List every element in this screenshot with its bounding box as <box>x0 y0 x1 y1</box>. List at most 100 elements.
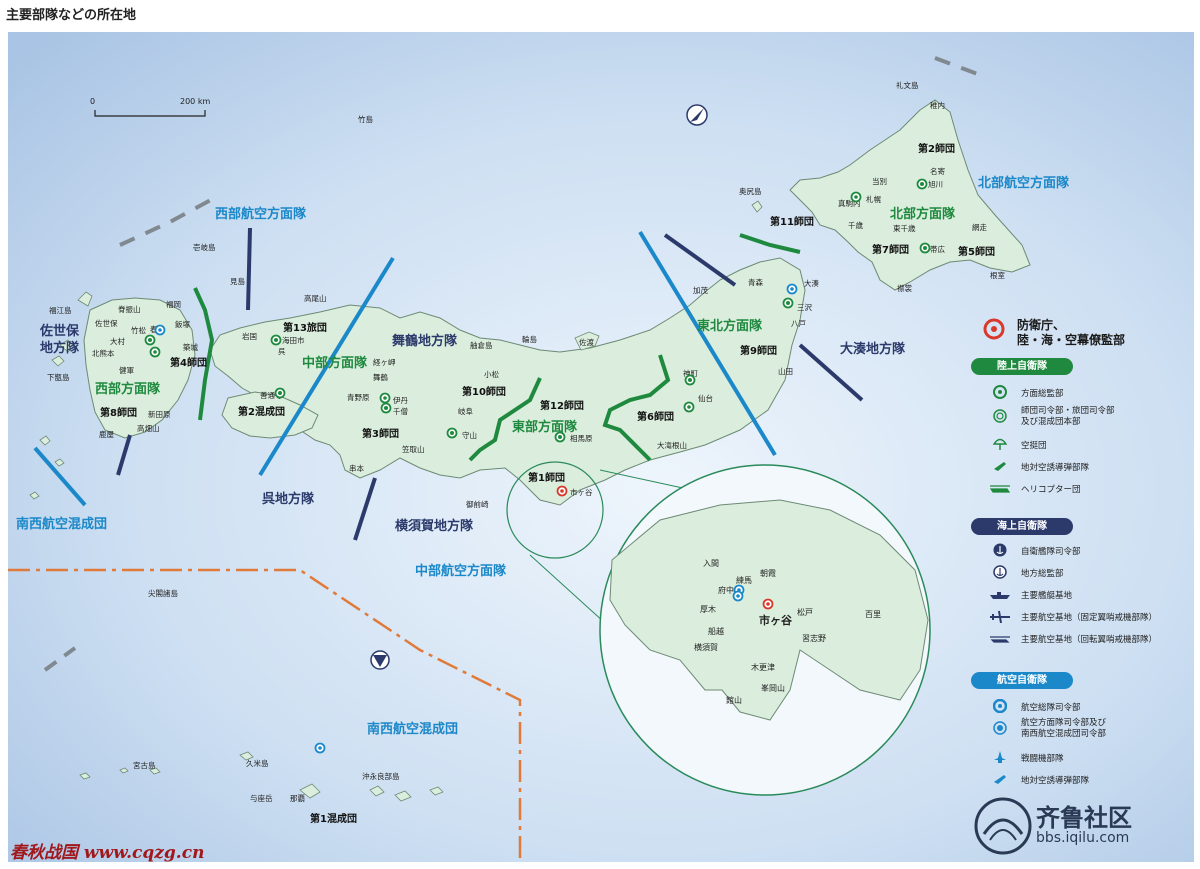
helicopter-icon <box>989 485 1011 493</box>
label-northern-army: 北部方面隊 <box>890 207 956 222</box>
place-kure_p: 呉 <box>278 347 286 356</box>
army-hq-itami-marker-icon <box>379 392 391 404</box>
place-chitose: 千歳 <box>848 221 863 230</box>
place-yamada: 山田 <box>778 367 793 376</box>
watermark-left: 春秋战国 www.cqzg.cn <box>10 843 205 863</box>
legend-msdf-item-2: 地方総監部 <box>1021 569 1064 579</box>
sam-asdf-icon <box>994 775 1006 784</box>
adiz-boundary <box>8 568 522 860</box>
gsdf-boundary-north <box>739 233 801 254</box>
place-naha: 那覇 <box>290 794 305 803</box>
place-obihiro: 帯広 <box>930 245 945 254</box>
div-hachinohe-marker-icon <box>782 297 794 309</box>
msdf-line-ominato-n <box>663 233 737 287</box>
place-aonohara: 青野原 <box>347 393 370 402</box>
ship-base-icon <box>990 592 1010 599</box>
gsdf-boundary-west <box>193 287 215 421</box>
place-wajima: 輪島 <box>522 335 537 344</box>
unit-d2mixed: 第2混成団 <box>238 407 285 418</box>
gsdf-boundary-eastmiddle <box>468 377 542 462</box>
place-jinmachi: 神町 <box>683 369 698 378</box>
legend-gsdf-item-2: 師団司令部・旅団司令部 及び混成団本部 <box>1021 406 1115 427</box>
asdf-fuchu-marker-icon <box>732 590 744 602</box>
place-nayoro: 名寄 <box>930 167 945 176</box>
asdf-line-southwest <box>33 446 87 507</box>
fleet-hq-icon <box>993 543 1007 557</box>
scale-zero: 0 <box>90 97 96 106</box>
legend-asdf-item-4: 地対空誘導弾部隊 <box>1021 776 1090 786</box>
army-hq-kengun-marker-icon <box>149 346 161 358</box>
place-shikaoi: 襟裳 <box>897 284 912 293</box>
place-kasatoriyama: 笠取山 <box>402 445 425 454</box>
unit-d5: 第5師団 <box>958 247 995 258</box>
place-gifu: 岐阜 <box>458 407 473 416</box>
place-ichigaya_map: 市ヶ谷 <box>570 488 593 497</box>
inset-source-circle <box>506 461 604 559</box>
unit-d4: 第4師団 <box>170 358 207 369</box>
sam-gsdf-icon <box>994 462 1006 471</box>
place-kamo: 加茂 <box>693 286 708 295</box>
place-takaoyama: 高尾山 <box>304 294 327 303</box>
place-miyako: 宮古島 <box>133 761 156 770</box>
unit-d2: 第2師団 <box>918 144 955 155</box>
place-kengun: 健軍 <box>119 366 134 375</box>
place-ominato_p: 大湊 <box>804 279 819 288</box>
place-itami: 伊丹 <box>393 396 408 405</box>
inset-land <box>609 499 929 721</box>
place-kyogamisaki: 経ヶ岬 <box>373 358 396 367</box>
army-hq-icon <box>993 385 1007 399</box>
asdf-kasuga-marker-icon <box>154 324 166 336</box>
label-yokosuka: 横須賀地方隊 <box>395 519 474 534</box>
asdf-misawa-marker-icon <box>786 283 798 295</box>
label-eastern-army: 東部方面隊 <box>512 420 578 435</box>
inset-place-iruma: 入間 <box>703 559 719 568</box>
legend-hq-title: 防衛庁、 陸・海・空幕僚監部 <box>1017 318 1126 347</box>
asdf-line-north <box>638 230 777 457</box>
place-senkaku: 尖閣諸島 <box>148 589 178 598</box>
district-hq-icon <box>993 565 1007 579</box>
place-maizuru_p: 舞鶴 <box>373 373 388 382</box>
inset-place-tateyama: 館山 <box>726 696 742 705</box>
place-kitakumamoto: 北熊本 <box>92 349 115 358</box>
place-wakkanai: 稚内 <box>930 101 945 110</box>
label-middle-army: 中部方面隊 <box>302 356 368 371</box>
place-takahatayama: 高畑山 <box>137 424 160 433</box>
inset-place-nerima: 練馬 <box>736 576 752 585</box>
unit-d10: 第10師団 <box>462 387 506 398</box>
hq-ichigaya-map-marker-icon <box>556 485 568 497</box>
kyushu-island <box>83 297 196 439</box>
unit-d11: 第11師団 <box>770 217 814 228</box>
hokkaido-island <box>789 99 1031 291</box>
legend-asdf-item-2: 航空方面隊司令部及び 南西航空混成団司令部 <box>1021 718 1107 739</box>
div-moriyama-marker-icon <box>446 427 458 439</box>
place-zentsuji: 善通寺 <box>260 391 283 400</box>
place-komatsu: 小松 <box>484 370 499 379</box>
place-asahikawa: 旭川 <box>928 180 943 189</box>
hq-icon <box>983 318 1005 340</box>
place-takeyama: 竹松 <box>131 326 146 335</box>
label-ominato: 大湊地方隊 <box>840 342 906 357</box>
unit-m1: 第1混成団 <box>310 814 357 825</box>
legend-asdf-item-3: 戦闘機部隊 <box>1021 754 1064 764</box>
place-seburiyama: 脊振山 <box>118 305 141 314</box>
label-maizuru: 舞鶴地方隊 <box>392 334 458 349</box>
legend-gsdf-item-1: 方面総監部 <box>1021 389 1064 399</box>
page-title: 主要部隊などの所在地 <box>6 8 137 23</box>
air-defense-command-icon <box>993 699 1007 713</box>
label-northeastern-army: 東北方面隊 <box>697 319 763 334</box>
label-southwest-air-left: 南西航空混成団 <box>16 517 108 532</box>
place-fukue: 福江島 <box>49 306 72 315</box>
unit-b13: 第13旅団 <box>283 323 327 334</box>
div-senzo-marker-icon <box>380 402 392 414</box>
label-western-air: 西部航空方面隊 <box>215 207 307 222</box>
inset-place-fuchu: 府中 <box>718 586 734 595</box>
div-kitakumamoto-marker-icon <box>144 334 156 346</box>
unit-d3: 第3師団 <box>362 429 399 440</box>
place-okinoerabu: 沖永良部島 <box>362 772 400 781</box>
asdf-line-central <box>258 256 395 477</box>
place-higashichitose: 東千歳 <box>893 224 916 233</box>
place-sado: 佐渡 <box>579 338 594 347</box>
legend-asdf-pill: 航空自衛隊 <box>971 672 1073 689</box>
inset-place-yokosuka: 横須賀 <box>694 643 718 652</box>
